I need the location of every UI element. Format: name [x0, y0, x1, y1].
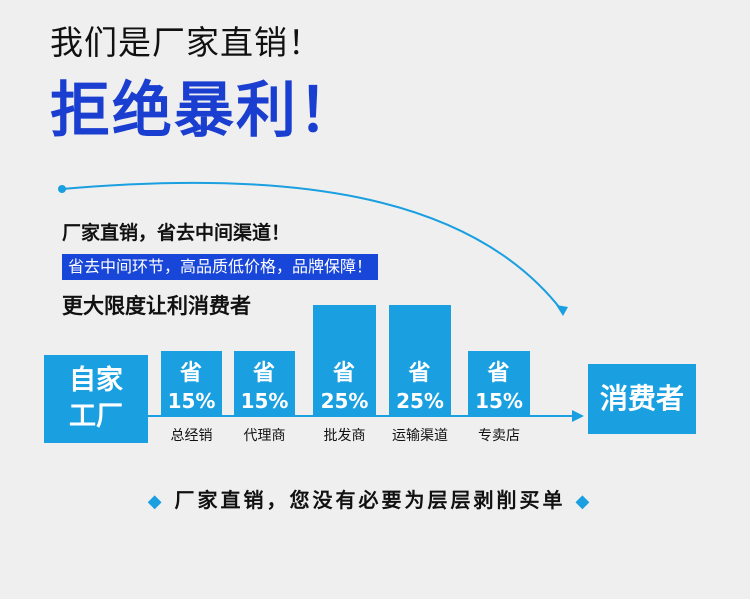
save-text: 省	[408, 361, 432, 386]
stage-label: 专卖店	[478, 428, 520, 444]
stage-block: 省 15%	[161, 351, 222, 416]
consumer-block: 消费者	[588, 364, 696, 434]
stage-block: 省 15%	[234, 351, 295, 416]
save-percent: 25%	[320, 389, 369, 413]
max-benefit-text: 更大限度让利消费者	[62, 294, 251, 318]
factory-line2: 工厂	[69, 401, 123, 432]
save-text: 省	[332, 361, 356, 386]
factory-line1: 自家	[69, 365, 123, 396]
subtitle-direct-sales: 厂家直销，省去中间渠道！	[62, 222, 291, 244]
save-text: 省	[487, 361, 511, 386]
big-headline: 拒绝暴利！	[50, 76, 360, 146]
headline: 我们是厂家直销！	[50, 23, 322, 62]
factory-block: 自家 工厂	[44, 355, 148, 443]
save-text: 省	[179, 361, 203, 386]
save-percent: 15%	[475, 389, 523, 413]
save-percent: 25%	[396, 389, 444, 413]
stage-label: 批发商	[323, 428, 366, 444]
bottom-text: 厂家直销，您没有必要为层层剥削买单	[174, 488, 566, 512]
diamond-icon: ◆	[575, 491, 593, 512]
stage-block: 省 15%	[468, 351, 530, 416]
stage-block: 省 25%	[389, 305, 451, 416]
quality-banner: 省去中间环节，高品质低价格，品牌保障！	[62, 254, 379, 280]
stage-block: 省 25%	[313, 305, 376, 416]
diamond-icon: ◆	[147, 491, 165, 512]
stage-label: 代理商	[243, 428, 286, 444]
stage-label: 运输渠道	[392, 428, 448, 444]
stage-label: 总经销	[170, 428, 213, 444]
save-percent: 15%	[167, 389, 216, 413]
save-percent: 15%	[240, 389, 289, 413]
save-text: 省	[252, 361, 276, 386]
bottom-slogan: ◆ 厂家直销，您没有必要为层层剥削买单 ◆	[110, 484, 630, 513]
